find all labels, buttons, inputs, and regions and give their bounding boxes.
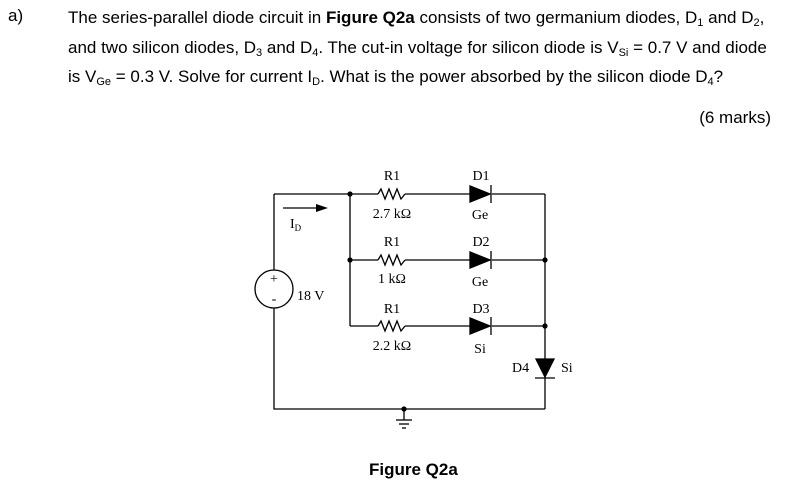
subscript: D: [312, 76, 321, 88]
subscript: Ge: [96, 76, 112, 88]
question-text-part: . What is the power absorbed by the sili…: [320, 67, 708, 86]
current-label-sub: D: [295, 223, 302, 233]
junction-dot: [401, 406, 407, 412]
question-text-part: consists of two germanium diodes, D: [414, 8, 698, 27]
source-voltage-label: 18 V: [297, 289, 324, 304]
source-plus: +: [270, 272, 278, 287]
question-text-part: The series-parallel diode circuit in: [68, 8, 326, 27]
subscript: 4: [312, 46, 319, 59]
question-text-part: , and two silicon diodes, D: [68, 8, 765, 57]
source-minus: -: [272, 292, 277, 307]
junction-dot: [347, 191, 353, 197]
resistor-r2-zigzag: [377, 253, 406, 267]
diode-d3-type: Si: [474, 342, 486, 357]
resistor-r3-name: R1: [384, 302, 400, 317]
resistor-r1-zigzag: [377, 187, 406, 201]
wire-left-bottom: [273, 308, 545, 410]
question-text-part: and D: [262, 37, 313, 57]
subscript: 1: [697, 17, 704, 29]
voltage-source: [254, 269, 294, 309]
diode-d4-type: Si: [561, 361, 573, 376]
marks-label: (6 marks): [699, 108, 771, 127]
diode-d4-symbol: [534, 358, 556, 379]
diode-d4-name: D4: [512, 361, 529, 376]
diode-d1-symbol: [469, 185, 492, 203]
diode-d3-name: D3: [472, 302, 489, 317]
diode-d1-type: Ge: [472, 208, 488, 223]
question-text: The series-parallel diode circuit in Fig…: [68, 6, 780, 95]
diode-d2-type: Ge: [472, 275, 488, 290]
current-arrow-icon: [316, 204, 328, 212]
subscript: Si: [618, 46, 629, 59]
subscript: 4: [707, 76, 714, 88]
resistor-r2-value: 1 kΩ: [378, 272, 406, 287]
subscript: 3: [256, 46, 263, 59]
figure-caption: Figure Q2a: [369, 460, 458, 479]
resistor-r2-name: R1: [384, 235, 400, 250]
current-label-main: I: [290, 217, 295, 232]
junction-dot: [542, 257, 548, 263]
question-text-part: and D: [703, 8, 754, 27]
resistor-r3-zigzag: [377, 319, 406, 333]
question-text-part: = 0.7 V and diode is V: [68, 37, 767, 87]
junction-dot: [542, 323, 548, 329]
junction-dot: [347, 257, 353, 263]
question-label: a): [8, 6, 24, 25]
diode-d1-name: D1: [472, 169, 489, 184]
question-text-part: ?: [713, 67, 724, 86]
question-text-part: = 0.3 V. Solve for current I: [111, 67, 313, 86]
current-label: ID: [290, 217, 302, 233]
diode-d2-symbol: [469, 251, 492, 269]
resistor-r3-value: 2.2 kΩ: [373, 339, 411, 354]
diode-d3-symbol: [469, 317, 492, 335]
resistor-r1-name: R1: [384, 169, 400, 184]
subscript: 2: [753, 17, 760, 29]
diode-d2-name: D2: [472, 235, 489, 250]
question-text-part: . The cut-in voltage for silicon diode i…: [318, 37, 619, 57]
resistor-r1-value: 2.7 kΩ: [373, 207, 411, 222]
figure-reference: Figure Q2a: [325, 8, 415, 27]
ground-icon: [396, 419, 412, 429]
